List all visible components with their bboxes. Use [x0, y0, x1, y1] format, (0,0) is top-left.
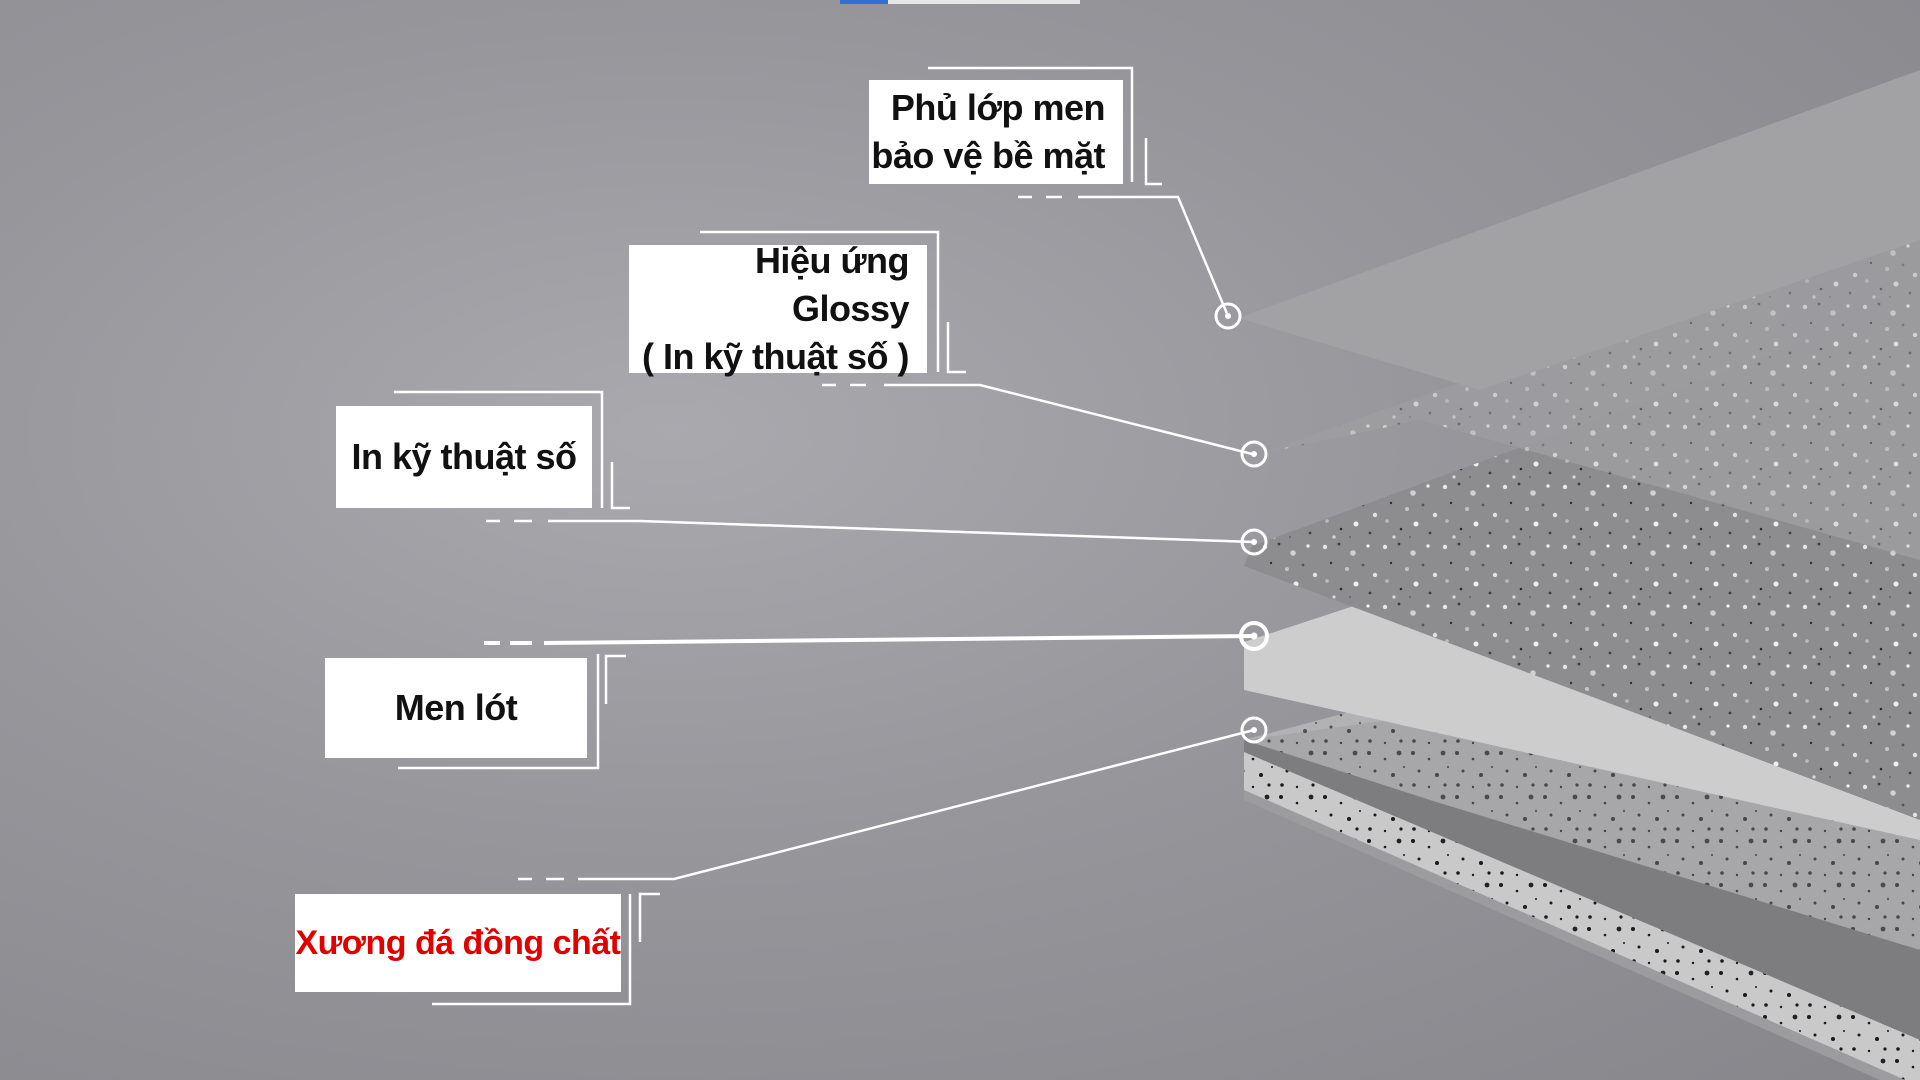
marker-base-glaze [1239, 621, 1269, 651]
glossy-effect-sheen [1252, 220, 1920, 560]
marker-surface-glaze [1214, 302, 1242, 330]
label-glossy-effect-line1: Hiệu ứng Glossy [754, 240, 910, 329]
label-digital-print-line1: In kỹ thuật số [351, 436, 577, 477]
frame-surface-glaze [928, 66, 1134, 182]
leader-line-body [578, 728, 1255, 881]
label-digital-print: In kỹ thuật số [336, 406, 592, 508]
top-white-bar [888, 0, 1080, 4]
frame-glossy-effect [700, 230, 940, 372]
label-surface-glaze-line1: Phủ lớp men [890, 87, 1106, 128]
marker-body [1240, 716, 1268, 744]
leader-line-digital-print [548, 519, 1255, 544]
label-base-glaze: Men lót [325, 658, 587, 758]
label-surface-glaze-line2: bảo vệ bề mặt [871, 135, 1105, 176]
label-glossy-effect: Hiệu ứng Glossy ( In kỹ thuật số ) [629, 240, 927, 377]
leader-line-base-glaze [543, 634, 1255, 645]
frame-digital-print [394, 390, 604, 508]
top-accent-bar [840, 0, 888, 4]
label-body-line1: Xương đá đồng chất [295, 924, 621, 962]
label-glossy-effect-line2: ( In kỹ thuật số ) [641, 336, 910, 377]
label-base-glaze-line1: Men lót [394, 687, 518, 728]
body-side-face [1244, 752, 1920, 1080]
frame-body [432, 894, 632, 1006]
leader-line-glossy-effect [884, 383, 1253, 456]
label-surface-glaze: Phủ lớp men bảo vệ bề mặt [869, 80, 1123, 184]
marker-glossy-effect [1240, 440, 1268, 468]
label-body: Xương đá đồng chất [295, 894, 621, 992]
surface-glaze-layer [1238, 70, 1920, 390]
frame-base-glaze [398, 654, 600, 770]
marker-digital-print [1240, 528, 1268, 556]
body-side-shade [1244, 790, 1905, 1080]
glossy-effect-layer [1252, 220, 1920, 560]
leader-line-surface-glaze [1078, 195, 1230, 317]
